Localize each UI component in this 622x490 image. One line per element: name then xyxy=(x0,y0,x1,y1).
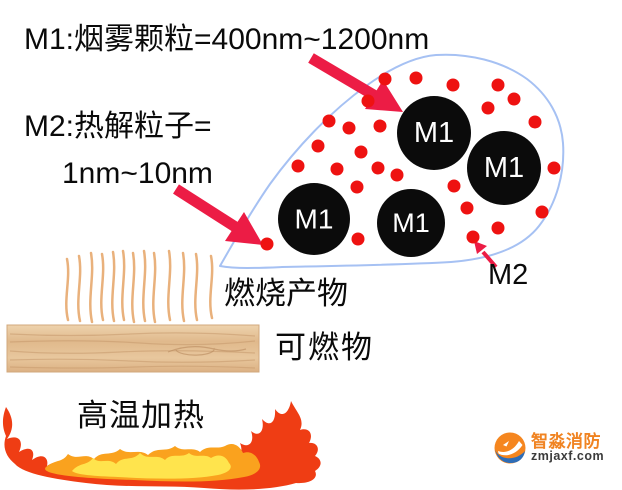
m1-particle xyxy=(467,131,541,205)
smoke-line xyxy=(89,251,94,324)
smoke-line xyxy=(100,252,105,322)
m2-particle xyxy=(311,139,325,153)
m2-particle xyxy=(447,179,461,193)
m2-particle xyxy=(378,72,392,86)
zhimiao-logo-icon xyxy=(494,432,526,464)
m1-particle-label: M1 xyxy=(414,117,454,149)
m1-particle xyxy=(377,189,445,257)
smoke-line xyxy=(167,249,172,322)
m2-particle xyxy=(491,221,505,235)
m2-definition-label-line2: 1nm~10nm xyxy=(62,157,213,190)
wood-plank xyxy=(6,324,260,373)
smoke-lines-group xyxy=(65,249,214,324)
brand-watermark: 智淼消防 zmjaxf.com xyxy=(494,432,604,464)
m2-particle xyxy=(371,161,385,175)
smoke-line xyxy=(194,252,199,322)
m1-definition-label: M1:烟雾颗粒=400nm~1200nm xyxy=(24,23,430,56)
smoke-line xyxy=(121,249,126,322)
smoke-line xyxy=(111,250,116,323)
m2-particle xyxy=(481,101,495,115)
m2-particle xyxy=(446,78,460,92)
m2-particle xyxy=(354,145,368,159)
smoke-line xyxy=(65,257,70,322)
m2-pointer-label: M2 xyxy=(488,259,529,291)
smoke-line xyxy=(181,251,186,323)
m2-definition-label-line1: M2:热解粒子= xyxy=(24,110,212,143)
m2-particle xyxy=(491,78,505,92)
m2-particle xyxy=(361,94,375,108)
m1-particle-label: M1 xyxy=(484,152,524,184)
brand-domain: zmjaxf.com xyxy=(531,449,605,464)
flame-core-layer xyxy=(72,453,231,479)
combustible-material-label: 可燃物 xyxy=(275,330,374,365)
brand-name: 智淼消防 xyxy=(531,431,601,451)
smoke-line xyxy=(209,254,214,320)
m2-particle xyxy=(322,114,336,128)
m2-particle xyxy=(342,121,356,135)
m1-annotation-arrow xyxy=(308,53,403,112)
m2-particle xyxy=(260,237,274,251)
m2-particle xyxy=(330,162,344,176)
smoke-line xyxy=(142,249,147,323)
flame-graphic xyxy=(2,401,321,490)
m2-particles-group xyxy=(260,71,561,251)
m2-particle xyxy=(528,115,542,129)
m1-particle-label: M1 xyxy=(295,204,334,235)
m2-particle xyxy=(291,159,305,173)
m2-annotation-arrow xyxy=(173,184,263,245)
heating-label: 高温加热 xyxy=(77,398,205,433)
m2-particle xyxy=(535,205,549,219)
combustion-products-label: 燃烧产物 xyxy=(224,276,348,311)
m2-particle xyxy=(350,180,364,194)
m1-particle xyxy=(397,96,471,170)
m2-particle xyxy=(373,119,387,133)
m2-particle xyxy=(466,230,480,244)
smoke-line xyxy=(131,251,136,324)
m2-particle xyxy=(351,232,365,246)
m2-particle xyxy=(547,161,561,175)
m2-pointer-arrow xyxy=(474,241,498,269)
m2-particle xyxy=(460,201,474,215)
smoke-line xyxy=(152,251,157,324)
m1-particle-label: M1 xyxy=(392,208,430,238)
m1-particle xyxy=(278,183,350,255)
smoke-line xyxy=(77,254,82,323)
m2-particle xyxy=(390,168,404,182)
m2-particle xyxy=(409,71,423,85)
m2-particle xyxy=(507,92,521,106)
